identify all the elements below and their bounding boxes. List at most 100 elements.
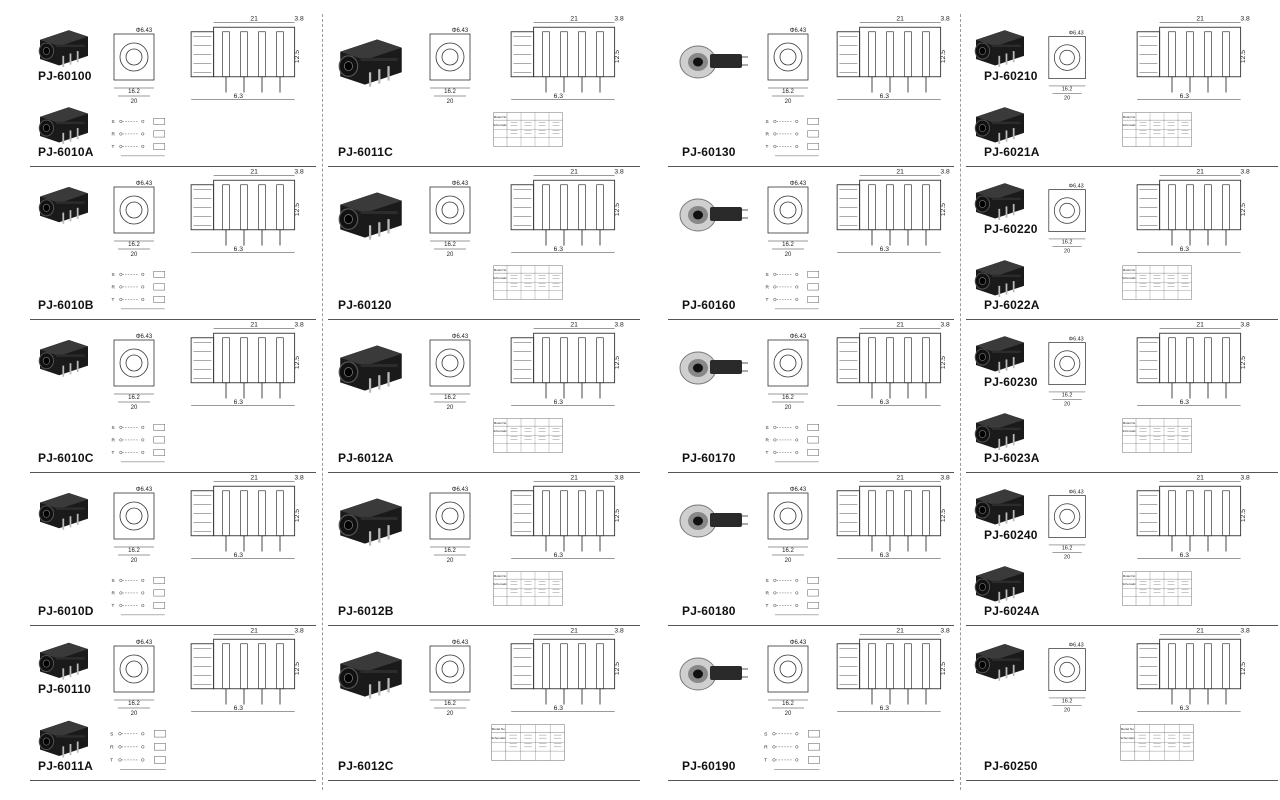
dimension-label: 3.8 [614,628,624,635]
jack-photo [338,39,402,87]
dimension-label: R [111,438,115,443]
dimension-label: Φ6.43 [790,640,807,646]
dimension-label: 12.5 [940,203,947,216]
dimension-label: 20 [1064,402,1070,408]
dimension-label: Model No [494,115,507,119]
dimension-label: 6.3 [554,705,564,712]
dimension-label: 16.2 [782,701,794,707]
dimension-label: Φ6.43 [1069,31,1084,37]
schematic-drawing: SRT [764,730,820,770]
dimension-label: T [764,758,767,764]
jack-photo [974,644,1024,681]
row-divider [966,625,1278,626]
dimension-label: 6.3 [1180,705,1190,712]
part-number-label: PJ-6012B [338,604,394,618]
jack-photo [974,336,1024,374]
dimension-label: 21 [1196,322,1204,329]
dimension-label: T [111,603,114,608]
dimension-label: Model No [494,421,507,425]
row-divider [328,166,640,167]
jack-photo [974,259,1024,297]
schematic-drawing: SRT [765,424,819,463]
part-number-label: PJ-60120 [338,298,392,312]
row-divider [966,780,1278,781]
dimension-label: Schematic [493,582,507,586]
dimension-label: 6.3 [554,399,564,406]
part-number-label: PJ-6021A [984,145,1040,159]
dimension-label: 6.3 [554,552,564,559]
dimension-label: 21 [250,475,258,482]
part-number-label: PJ-60190 [682,759,736,773]
dimension-label: 6.3 [554,93,564,100]
dimension-label: 6.3 [234,246,244,253]
dimension-label: Φ6.43 [452,640,469,646]
column-divider [960,14,961,790]
row-divider [668,780,954,781]
schematic-drawing: SRT [765,577,819,616]
dimension-label: R [765,591,769,596]
part-number-label: PJ-6023A [984,451,1040,465]
dimension-label: 20 [1064,708,1070,714]
dimension-label: S [110,731,114,737]
part-number-label: PJ-6024A [984,604,1040,618]
dimension-label: 12.5 [614,356,621,369]
dimension-label: 21 [250,628,258,635]
part-number-label: PJ-6010B [38,298,94,312]
dimension-label: 12.5 [940,509,947,522]
schematic-drawing: SRT [110,730,166,770]
jack-photo [679,45,748,79]
row-divider [30,780,316,781]
part-number-label: PJ-60100 [38,68,92,83]
dimension-label: 21 [1196,475,1204,482]
dimension-label: 20 [131,252,138,258]
dimension-label: Φ6.43 [790,334,807,340]
dimension-label: 16.2 [128,548,140,554]
dimension-label: 20 [447,558,454,564]
dimension-label: 6.3 [1180,246,1190,253]
dimension-label: Φ6.43 [452,28,469,34]
dimension-label: 3.8 [294,628,304,635]
dimension-label: 12.5 [940,356,947,369]
dimension-label: 21 [1196,169,1204,176]
schematic-drawing: SRT [111,424,165,463]
jack-photo [974,489,1024,527]
dimension-label: 16.2 [128,89,140,95]
part-number-label: PJ-60230 [984,374,1038,389]
part-number-label: PJ-60220 [984,221,1038,236]
dimension-label: 16.2 [444,242,456,248]
dimension-label: T [111,450,114,455]
row-divider [328,780,640,781]
dimension-label: R [765,132,769,137]
dimension-label: 16.2 [1062,87,1073,93]
dimension-label: 3.8 [1240,169,1250,176]
dimension-label: 16.2 [1062,240,1073,246]
dimension-label: 12.5 [1240,50,1247,63]
dimension-label: S [765,119,768,124]
dimension-label: R [765,285,769,290]
dimension-label: 3.8 [940,169,950,176]
schematic-drawing: SRT [111,118,165,157]
dimension-label: 21 [570,16,578,23]
